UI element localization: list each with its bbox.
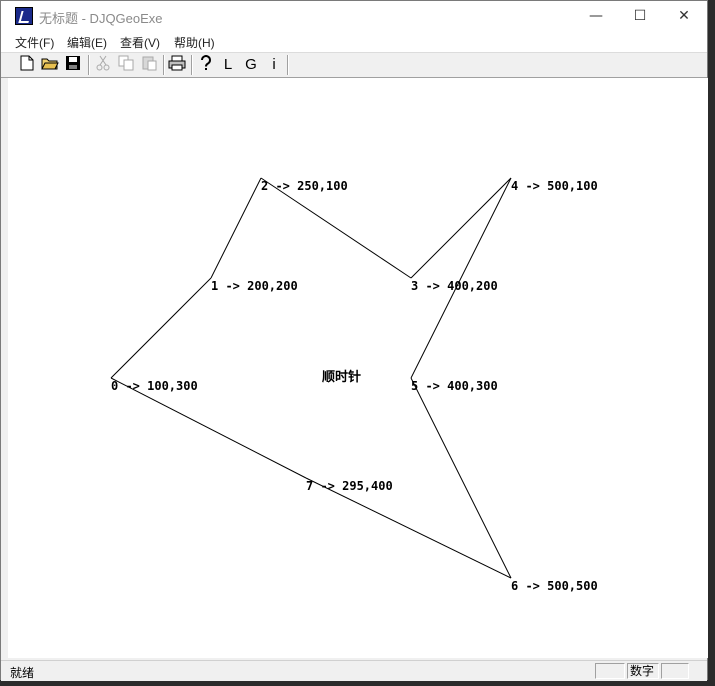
menu-view[interactable]: 查看(V) (120, 36, 160, 50)
l-button[interactable]: L (223, 56, 233, 73)
drawing-canvas[interactable]: 0 -> 100,300 1 -> 200,200 2 -> 250,100 3 ->… (8, 78, 708, 658)
polygon-edge-3-4 (410, 177, 512, 279)
paste-icon[interactable] (139, 55, 159, 75)
menu-bar: 文件(F) 编辑(E) 查看(V) 帮助(H) (1, 32, 707, 53)
point-label-1: 1 -> 200,200 (211, 279, 298, 293)
polygon-drawing: 0 -> 100,300 1 -> 200,200 2 -> 250,100 3 ->… (110, 177, 598, 593)
title-bar[interactable]: 无标题 - DJQGeoExe — ☐ ✕ (1, 1, 707, 32)
menu-help[interactable]: 帮助(H) (174, 36, 215, 50)
polygon-edge-5-6 (410, 377, 512, 579)
toolbar: L G i (1, 53, 707, 78)
toolbar-separator (287, 55, 289, 75)
point-label-6: 6 -> 500,500 (511, 579, 598, 593)
minimize-button[interactable]: — (589, 8, 603, 24)
toolbar-separator (163, 55, 165, 75)
polygon-edge-7-0 (110, 377, 307, 479)
polygon-edge-4-5 (410, 177, 512, 379)
print-icon[interactable] (167, 55, 187, 75)
i-button[interactable]: i (272, 56, 276, 73)
help-icon[interactable] (196, 55, 216, 75)
polygon-edge-2-3 (260, 177, 412, 279)
point-label-7: 7 -> 295,400 (306, 479, 393, 493)
copy-icon[interactable] (116, 55, 136, 75)
menu-file[interactable]: 文件(F) (15, 36, 55, 50)
point-label-4: 4 -> 500,100 (511, 179, 598, 193)
point-label-5: 5 -> 400,300 (411, 379, 498, 393)
status-pane-num: 数字 (627, 663, 659, 679)
polygon-edge-1-2 (210, 177, 262, 279)
open-folder-icon[interactable] (40, 55, 60, 75)
toolbar-separator (88, 55, 90, 75)
app-icon[interactable] (15, 7, 33, 25)
save-icon[interactable] (63, 55, 83, 75)
close-button[interactable]: ✕ (678, 8, 690, 24)
g-button[interactable]: G (245, 56, 257, 73)
menu-edit[interactable]: 编辑(E) (67, 36, 107, 50)
status-pane-empty (661, 663, 689, 679)
polygon-edge-6-7 (305, 477, 512, 579)
new-file-icon[interactable] (17, 55, 37, 75)
window-title: 无标题 - DJQGeoExe (39, 11, 163, 26)
status-bar: 就绪 数字 (1, 660, 707, 681)
maximize-button[interactable]: ☐ (633, 8, 647, 24)
cut-icon[interactable] (93, 55, 113, 75)
center-label: 顺时针 (322, 369, 361, 385)
polygon-edge-0-1 (110, 277, 212, 379)
toolbar-separator (191, 55, 193, 75)
point-label-2: 2 -> 250,100 (261, 179, 348, 193)
point-label-3: 3 -> 400,200 (411, 279, 498, 293)
status-pane-empty (595, 663, 625, 679)
status-ready: 就绪 (10, 666, 35, 680)
point-label-0: 0 -> 100,300 (111, 379, 198, 393)
